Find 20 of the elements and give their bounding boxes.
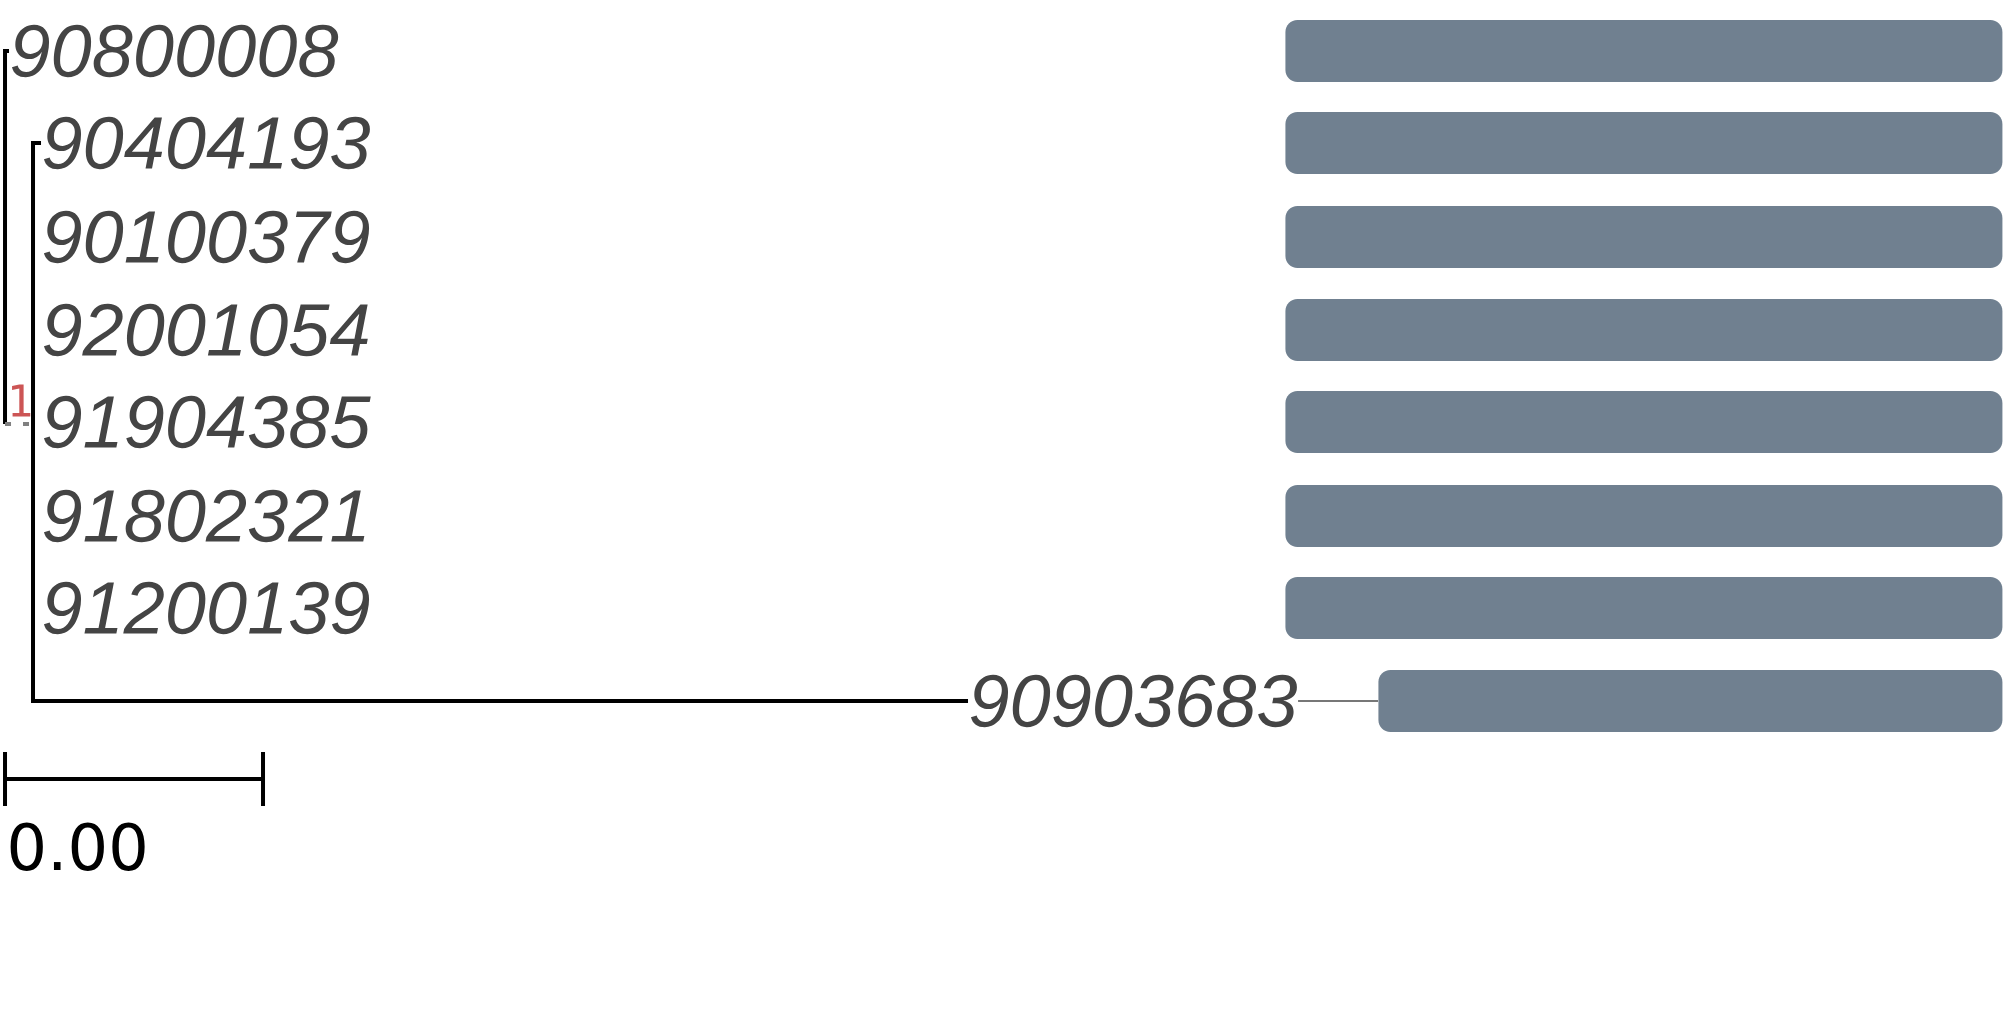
leaf-label: 91904385 [43,395,371,449]
bar [1285,577,2003,639]
leaf-label: 90404193 [43,116,370,170]
leaf-label: 91802321 [43,489,365,543]
leaf-label: 90800008 [11,24,339,78]
leaf-label: 92001054 [43,303,368,357]
leader-line [1297,700,1379,702]
leaf-label: 91200139 [43,581,370,635]
tree-branch [31,141,968,703]
scale-label: 0.00 [10,822,145,871]
support-value: 1 [12,384,31,417]
leaf-label: 90903683 [970,674,1297,728]
bar [1285,299,2003,361]
bar [1285,485,2003,547]
bar [1285,391,2003,453]
bar [1285,206,2003,268]
bar [1285,112,2003,174]
leaf-label: 90100379 [43,210,370,264]
bar [1378,670,2003,732]
bar [1285,20,2003,82]
